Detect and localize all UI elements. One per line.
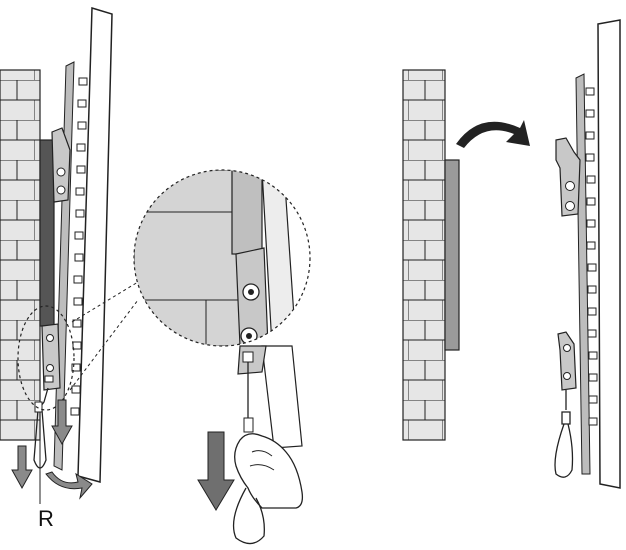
down-arrow-icon (51, 399, 73, 446)
right-step (402, 19, 621, 489)
screw-icon (563, 372, 571, 380)
hand-icon (234, 433, 304, 509)
upper-bracket-left (51, 127, 71, 203)
screw-icon (565, 181, 575, 191)
release-cord-right (554, 390, 574, 478)
screw-icon (56, 167, 66, 177)
curved-arrow-icon (45, 471, 93, 500)
lower-bracket-right (557, 331, 577, 391)
wall-plate-right (444, 159, 460, 351)
left-step (0, 7, 139, 504)
screw-icon (56, 185, 66, 195)
wall-plate-left (39, 139, 55, 327)
down-arrow-icon (197, 431, 235, 511)
hand-pull-detail (197, 345, 304, 545)
tv-vents-left (70, 77, 88, 416)
brick-wall-left (0, 69, 41, 441)
magnified-wall (134, 170, 241, 346)
detail-zone-circle (17, 305, 75, 411)
callout-label-r: R (38, 506, 54, 531)
curved-arrow-icon (456, 120, 530, 148)
screw-icon (46, 334, 54, 342)
tv-vents-right (585, 87, 598, 426)
upper-bracket-right (555, 137, 581, 217)
screw-icon (46, 364, 54, 372)
screw-icon (563, 344, 571, 352)
down-arrow-icon (11, 445, 33, 490)
brick-wall-right (402, 69, 446, 441)
tv-right (575, 19, 621, 489)
magnifier (133, 169, 311, 347)
release-cord-left (33, 387, 49, 469)
screw-icon (565, 201, 575, 211)
lower-bracket-left (41, 323, 61, 391)
